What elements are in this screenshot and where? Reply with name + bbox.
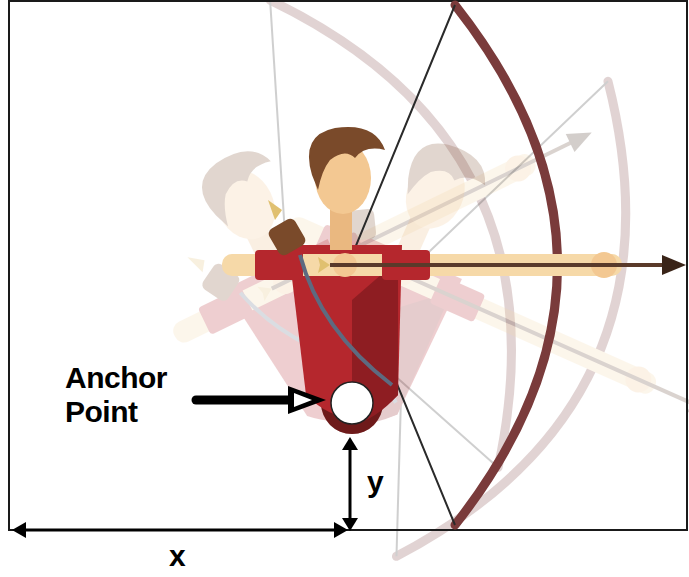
archer (222, 5, 686, 525)
anchor-label: Anchor Point (62, 360, 186, 429)
frame (9, 1, 687, 530)
dimension-label: y (364, 466, 387, 498)
anchor-leader-arrow (196, 386, 326, 414)
x-dimension (12, 522, 348, 538)
ghost-archer (184, 0, 689, 577)
y-dimension (342, 437, 358, 531)
dimension-label: x (166, 541, 189, 571)
anchor-circle (331, 382, 373, 424)
ghost-archer (61, 0, 689, 570)
